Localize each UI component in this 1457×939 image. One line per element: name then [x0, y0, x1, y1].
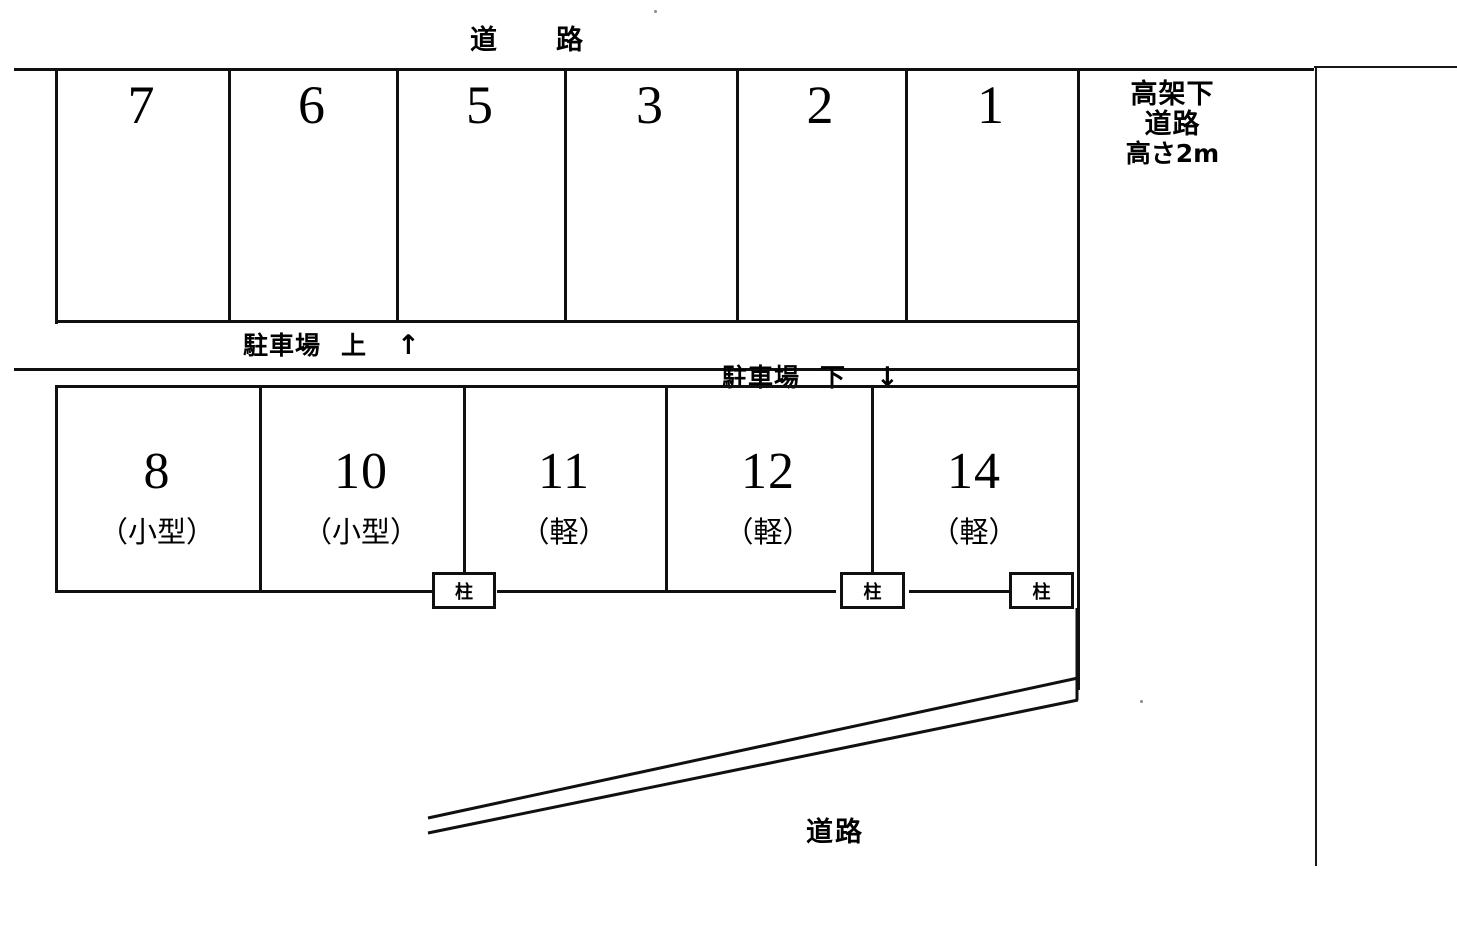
stall-1-number: 1 — [977, 75, 1005, 135]
stall-8-number: 8 — [143, 443, 171, 500]
pillar-2: 柱 — [840, 572, 905, 609]
pillar-3-label: 柱 — [1032, 581, 1051, 603]
aisle-upper-name: 駐車場 — [243, 331, 322, 360]
top-road-line-right-extension — [1314, 66, 1457, 68]
upper-block-bottom-edge — [55, 320, 1080, 323]
lower-block-bottom-edge-right — [909, 590, 1009, 593]
stall-5[interactable]: 5 — [396, 78, 564, 198]
stall-10-kind: （小型） — [302, 515, 419, 549]
lower-divider-4 — [871, 385, 874, 575]
lower-divider-1 — [259, 385, 262, 592]
aisle-lower-arrow-icon: ↓ — [876, 362, 899, 393]
pillar-3: 柱 — [1009, 572, 1074, 609]
stall-3[interactable]: 3 — [564, 78, 736, 198]
stall-7[interactable]: 7 — [55, 78, 228, 198]
lower-divider-3 — [665, 385, 668, 592]
lower-block-left-edge — [55, 385, 58, 592]
stall-11-number: 11 — [537, 443, 591, 500]
property-right-boundary — [1077, 70, 1080, 690]
pillar-1-label: 柱 — [455, 581, 473, 603]
pillar-1: 柱 — [432, 572, 496, 609]
stall-2[interactable]: 2 — [736, 78, 905, 198]
stall-6[interactable]: 6 — [228, 78, 396, 198]
scan-speck-2 — [1140, 700, 1143, 703]
stall-7-number: 7 — [127, 75, 156, 135]
top-road-label: 道 路 — [470, 25, 599, 56]
stall-1[interactable]: 1 — [905, 78, 1077, 198]
upper-divider-4 — [736, 70, 739, 322]
top-road-line — [14, 68, 1314, 71]
aisle-upper-label: 駐車場 上 ↑ — [243, 326, 420, 362]
stall-14-number: 14 — [947, 443, 1001, 500]
stall-8-kind: （小型） — [98, 515, 215, 549]
stall-11[interactable]: 11 （軽） — [463, 446, 665, 576]
upper-divider-2 — [396, 70, 399, 322]
stall-14-kind: （軽） — [930, 515, 1018, 549]
stall-12[interactable]: 12 （軽） — [665, 446, 871, 576]
lower-block-top-edge — [55, 385, 1080, 388]
stall-2-number: 2 — [806, 75, 835, 135]
upper-divider-1 — [228, 70, 231, 322]
lower-block-bottom-edge-left — [55, 590, 435, 593]
far-right-boundary-line — [1315, 66, 1317, 866]
stall-11-kind: （軽） — [520, 515, 608, 549]
stall-6-number: 6 — [298, 75, 326, 135]
stall-3-number: 3 — [636, 75, 664, 135]
overhead-note-line1: 高架下 — [1130, 79, 1215, 110]
stall-10-number: 10 — [334, 443, 388, 500]
pillar-1-left-stub — [412, 590, 434, 593]
aisle-separator-line — [14, 368, 1077, 371]
stall-14[interactable]: 14 （軽） — [871, 446, 1077, 576]
stall-8[interactable]: 8 （小型） — [55, 446, 259, 576]
aisle-lower-position: 下 — [820, 363, 847, 392]
bottom-road-label: 道路 — [806, 817, 864, 848]
stall-12-kind: （軽） — [724, 515, 812, 549]
stall-10[interactable]: 10 （小型） — [259, 446, 463, 576]
upper-divider-3 — [564, 70, 567, 322]
upper-block-left-edge — [55, 70, 58, 324]
upper-divider-5 — [905, 70, 908, 322]
scan-speck-1 — [654, 10, 657, 13]
lower-divider-2 — [463, 385, 466, 575]
aisle-lower-name: 駐車場 — [722, 363, 801, 392]
overhead-note-line2: 道路 — [1144, 109, 1201, 141]
stall-12-number: 12 — [741, 443, 795, 500]
overhead-note-line3: 高さ2m — [1125, 139, 1220, 169]
stall-5-number: 5 — [466, 75, 494, 135]
overhead-road-note: 高架下 道路 高さ2m — [1085, 79, 1260, 169]
aisle-upper-position: 上 — [341, 331, 368, 360]
pillar-2-label: 柱 — [863, 581, 882, 603]
aisle-upper-arrow-icon: ↑ — [397, 330, 420, 361]
